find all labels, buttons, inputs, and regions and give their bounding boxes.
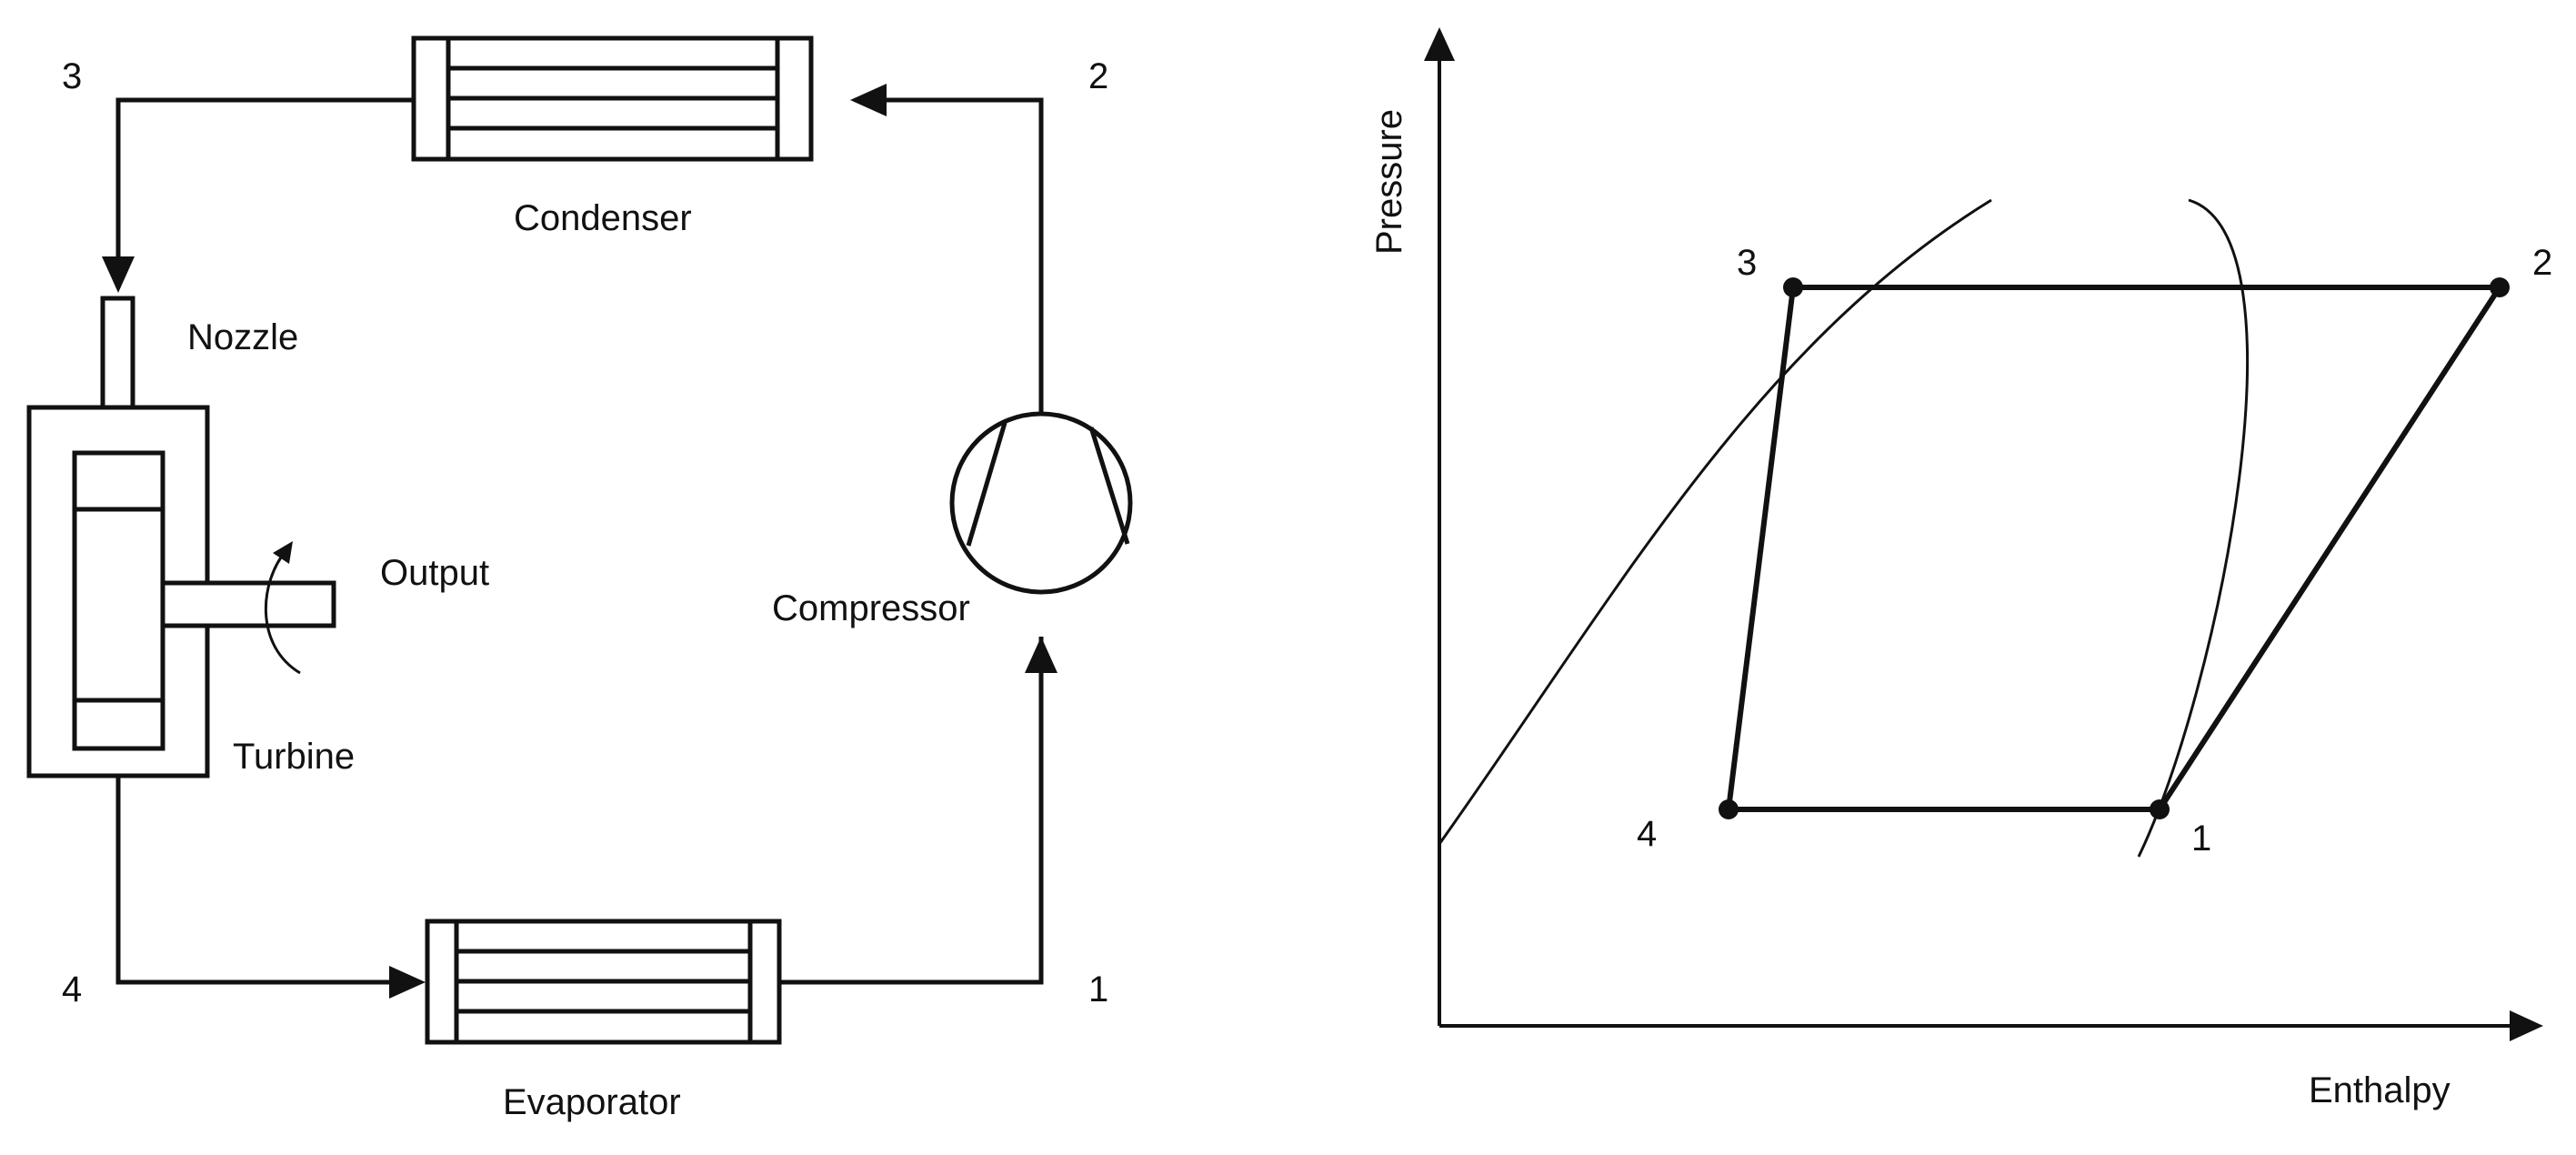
output-label: Output (380, 553, 489, 593)
x-axis-arrowhead (2510, 1010, 2543, 1041)
pipe-state3-to-nozzle (115, 97, 414, 259)
process-4-3 (1726, 286, 1796, 810)
cycle-labels: 3 2 4 1 Condenser Nozzle Output Compress… (62, 56, 1108, 1122)
state-point-4 (1719, 799, 1739, 819)
arrow-left-into-condenser (850, 84, 887, 116)
saturated-liquid-curve (1438, 198, 1992, 845)
ph-diagram: Pressure Enthalpy 3 2 4 1 (1369, 27, 2552, 1110)
ph-cycle (1726, 285, 2502, 812)
point-label-2: 2 (2532, 243, 2552, 283)
arrow-up-into-compressor (1025, 637, 1057, 673)
evaporator-symbol (425, 919, 782, 1045)
process-2-1 (2157, 286, 2502, 811)
compressor-symbol (949, 411, 1133, 595)
turbine-symbol (26, 405, 336, 778)
turbine-output-shaft (160, 580, 336, 628)
compressor-label: Compressor (772, 588, 970, 628)
pipe-turbine-to-evaporator (115, 778, 391, 985)
state-point-1 (2150, 799, 2170, 819)
state-label-4: 4 (62, 969, 82, 1009)
state-label-1: 1 (1088, 969, 1108, 1009)
y-axis-arrowhead (1424, 27, 1455, 61)
condenser-symbol (411, 35, 814, 162)
point-label-1: 1 (2191, 819, 2211, 859)
pipe-evaporator-to-compressor (780, 637, 1044, 985)
nozzle-symbol (100, 296, 135, 410)
rotation-arrowhead (273, 541, 293, 564)
state-label-3: 3 (62, 56, 82, 96)
point-label-3: 3 (1737, 243, 1757, 283)
y-axis-title: Pressure (1369, 109, 1409, 255)
cycle-schematic (26, 35, 1133, 1045)
state-label-2: 2 (1088, 56, 1108, 96)
nozzle-label: Nozzle (187, 317, 298, 357)
rotation-arrow-icon (265, 549, 301, 675)
saturated-vapor-curve (2137, 198, 2249, 858)
condenser-label: Condenser (514, 198, 692, 238)
arrow-down-to-nozzle (102, 256, 135, 293)
arrow-right-into-evaporator (389, 966, 426, 999)
state-point-2 (2490, 277, 2510, 297)
evaporator-label: Evaporator (503, 1082, 681, 1122)
x-axis-title: Enthalpy (2309, 1070, 2451, 1110)
pipe-compressor-to-condenser (855, 97, 1044, 414)
point-label-4: 4 (1637, 814, 1657, 854)
state-point-3 (1783, 277, 1803, 297)
turbine-label: Turbine (233, 737, 355, 777)
